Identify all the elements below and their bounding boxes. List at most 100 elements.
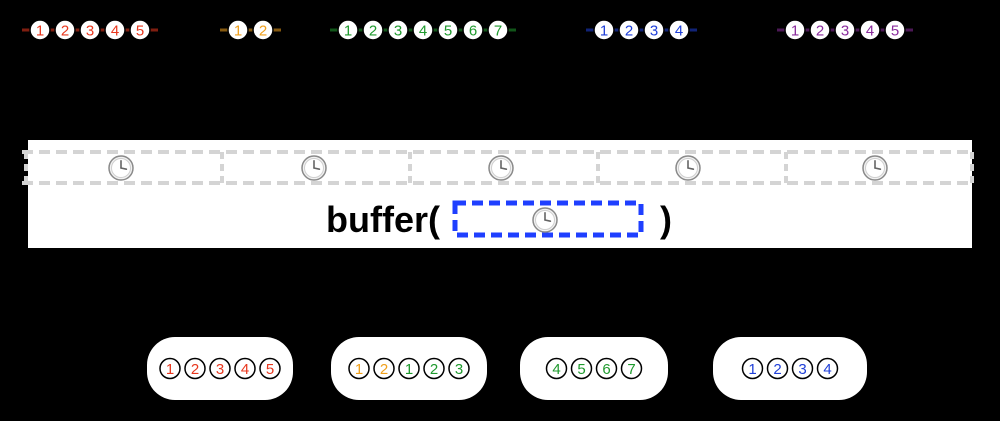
marble-label: 3: [394, 23, 402, 40]
output-marble: 7: [620, 357, 643, 380]
clock-icon: [532, 207, 558, 233]
output-marble: 2: [373, 357, 395, 380]
buffer-window-dashed-box: [452, 200, 644, 238]
marble-label: 3: [216, 361, 224, 378]
output-marble: 2: [766, 357, 789, 380]
clock-icon: [675, 155, 701, 181]
clock-icon: [532, 207, 558, 233]
input-marble: 4: [668, 19, 690, 41]
marble-label: 2: [259, 23, 267, 40]
marble-label: 6: [602, 361, 610, 378]
input-marble: 5: [884, 19, 906, 41]
output-marble: 2: [184, 357, 206, 380]
marble-label: 4: [675, 23, 683, 40]
marble-label: 2: [625, 23, 633, 40]
marble-label: 3: [841, 23, 849, 40]
buffer-capsule: [520, 337, 668, 400]
marble-label: 2: [61, 23, 69, 40]
clock-icon: [862, 155, 888, 181]
marble-label: 4: [419, 23, 427, 40]
marble-label: 1: [166, 361, 174, 378]
operator-box: buffer( ): [22, 140, 974, 248]
output-marble: 1: [741, 357, 764, 380]
marble-label: 2: [369, 23, 377, 40]
input-marble: 1: [227, 19, 249, 41]
marble-label: 4: [241, 361, 249, 378]
marble-label: 5: [136, 23, 144, 40]
buffer-capsule: [713, 337, 867, 400]
marble-label: 6: [469, 23, 477, 40]
output-marble: 3: [448, 357, 470, 380]
input-marble: 3: [643, 19, 665, 41]
marble-label: 1: [344, 23, 352, 40]
clock-icon: [108, 155, 134, 181]
marble-label: 1: [36, 23, 44, 40]
input-marble: 1: [29, 19, 51, 41]
time-windows-timeline: [22, 150, 974, 185]
marble-label: 2: [380, 361, 388, 378]
marble-label: 4: [823, 361, 831, 378]
marble-label: 3: [455, 361, 463, 378]
marble-label: 2: [191, 361, 199, 378]
marble-label: 7: [627, 361, 635, 378]
output-marble: 5: [259, 357, 281, 380]
output-marble: 4: [545, 357, 568, 380]
marble-label: 1: [405, 361, 413, 378]
marble-label: 7: [494, 23, 502, 40]
marble-label: 3: [798, 361, 806, 378]
input-marble: 1: [784, 19, 806, 41]
input-marble: 4: [859, 19, 881, 41]
marble-label: 3: [86, 23, 94, 40]
marble-label: 4: [552, 361, 560, 378]
marble-label: 5: [266, 361, 274, 378]
input-marble: 5: [437, 19, 459, 41]
marble-label: 4: [111, 23, 119, 40]
marble-label: 1: [748, 361, 756, 378]
marble-label: 1: [791, 23, 799, 40]
output-marble: 1: [348, 357, 370, 380]
marble-label: 5: [577, 361, 585, 378]
clock-icon: [488, 155, 514, 181]
input-marble: 3: [834, 19, 856, 41]
output-marble: 3: [791, 357, 814, 380]
input-marble: 2: [362, 19, 384, 41]
marble-label: 2: [773, 361, 781, 378]
marble-label: 2: [430, 361, 438, 378]
input-marble: 2: [54, 19, 76, 41]
output-marble: 2: [423, 357, 445, 380]
marble-label: 3: [650, 23, 658, 40]
marble-label: 1: [234, 23, 242, 40]
marble-label: 1: [600, 23, 608, 40]
input-marble: 1: [337, 19, 359, 41]
marble-label: 2: [816, 23, 824, 40]
input-marble: 5: [129, 19, 151, 41]
input-marble: 3: [79, 19, 101, 41]
marble-label: 4: [866, 23, 874, 40]
marble-label: 1: [355, 361, 363, 378]
output-marble: 6: [595, 357, 618, 380]
input-marble: 4: [412, 19, 434, 41]
marble-label: 5: [444, 23, 452, 40]
output-marble: 1: [159, 357, 181, 380]
operator-label-prefix: buffer(: [326, 199, 440, 240]
input-marble: 4: [104, 19, 126, 41]
input-marble: 1: [593, 19, 615, 41]
input-marble: 2: [252, 19, 274, 41]
input-marble: 7: [487, 19, 509, 41]
clock-icon: [301, 155, 327, 181]
output-marble: 1: [398, 357, 420, 380]
output-marble: 5: [570, 357, 593, 380]
operator-label-suffix: ): [660, 199, 672, 240]
